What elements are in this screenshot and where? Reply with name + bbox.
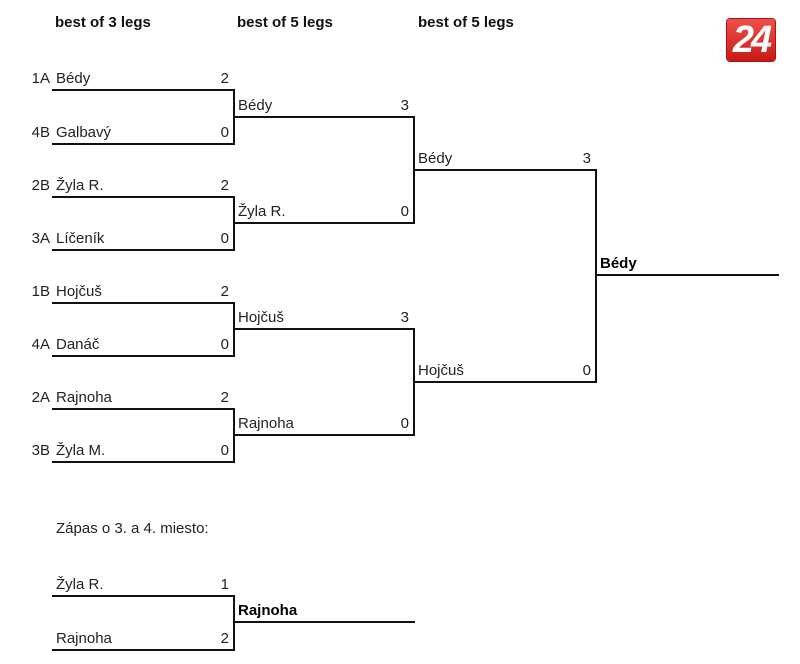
seed-label: 3B — [31, 442, 50, 459]
player-name: Bédy — [600, 255, 637, 272]
round2-header: best of 5 legs — [237, 14, 333, 31]
third-place-label: Zápas o 3. a 4. miesto: — [56, 520, 209, 537]
player-name: Bédy — [56, 70, 91, 87]
logo-24: 24 — [727, 19, 775, 61]
player-name: Hojčuš — [418, 362, 464, 379]
score: 0 — [220, 442, 229, 459]
player-name: Bédy — [238, 97, 273, 114]
bracket-line — [234, 222, 415, 224]
score: 0 — [220, 124, 229, 141]
seed-label: 2A — [31, 389, 50, 406]
seed-label: 4A — [31, 336, 50, 353]
score: 1 — [220, 576, 229, 593]
bracket-line — [52, 196, 235, 198]
player-name: Rajnoha — [56, 389, 112, 406]
bracket-line — [52, 355, 235, 357]
bracket-line — [234, 434, 415, 436]
score: 0 — [220, 230, 229, 247]
player-name: Rajnoha — [238, 415, 294, 432]
score: 0 — [220, 336, 229, 353]
player-name: Rajnoha — [56, 630, 112, 647]
bracket-line — [234, 328, 415, 330]
score: 3 — [400, 97, 409, 114]
seed-label: 1B — [31, 283, 50, 300]
score: 0 — [400, 415, 409, 432]
score: 2 — [220, 70, 229, 87]
player-name: Hojčuš — [56, 283, 102, 300]
bracket-line — [234, 621, 415, 623]
bracket-line — [52, 302, 235, 304]
score: 2 — [220, 389, 229, 406]
score: 3 — [400, 309, 409, 326]
bracket-line — [52, 649, 235, 651]
bracket-line — [52, 89, 235, 91]
seed-label: 2B — [31, 177, 50, 194]
round1-header: best of 3 legs — [55, 14, 151, 31]
bracket-line — [52, 461, 235, 463]
bracket-line — [52, 249, 235, 251]
score: 2 — [220, 177, 229, 194]
seed-label: 4B — [31, 124, 50, 141]
score: 3 — [582, 150, 591, 167]
player-name: Žyla R. — [238, 203, 286, 220]
score: 2 — [220, 630, 229, 647]
bracket-line — [52, 595, 235, 597]
player-name: Žyla R. — [56, 576, 104, 593]
bracket-connector — [233, 595, 235, 651]
player-name: Danáč — [56, 336, 100, 353]
player-name: Rajnoha — [238, 602, 298, 619]
bracket-line — [414, 381, 597, 383]
player-name: Galbavý — [56, 124, 112, 141]
bracket-line — [234, 116, 415, 118]
player-name: Bédy — [418, 150, 453, 167]
round3-header: best of 5 legs — [418, 14, 514, 31]
score: 0 — [582, 362, 591, 379]
seed-label: 3A — [31, 230, 50, 247]
score: 0 — [400, 203, 409, 220]
score: 2 — [220, 283, 229, 300]
bracket-connector — [595, 169, 597, 383]
player-name: Hojčuš — [238, 309, 284, 326]
player-name: Žyla M. — [56, 442, 106, 459]
player-name: Žyla R. — [56, 177, 104, 194]
bracket-line — [414, 169, 597, 171]
seed-label: 1A — [31, 70, 50, 87]
player-name: Líčeník — [56, 230, 105, 247]
bracket-line — [52, 408, 235, 410]
bracket-line — [52, 143, 235, 145]
bracket-line — [596, 274, 779, 276]
